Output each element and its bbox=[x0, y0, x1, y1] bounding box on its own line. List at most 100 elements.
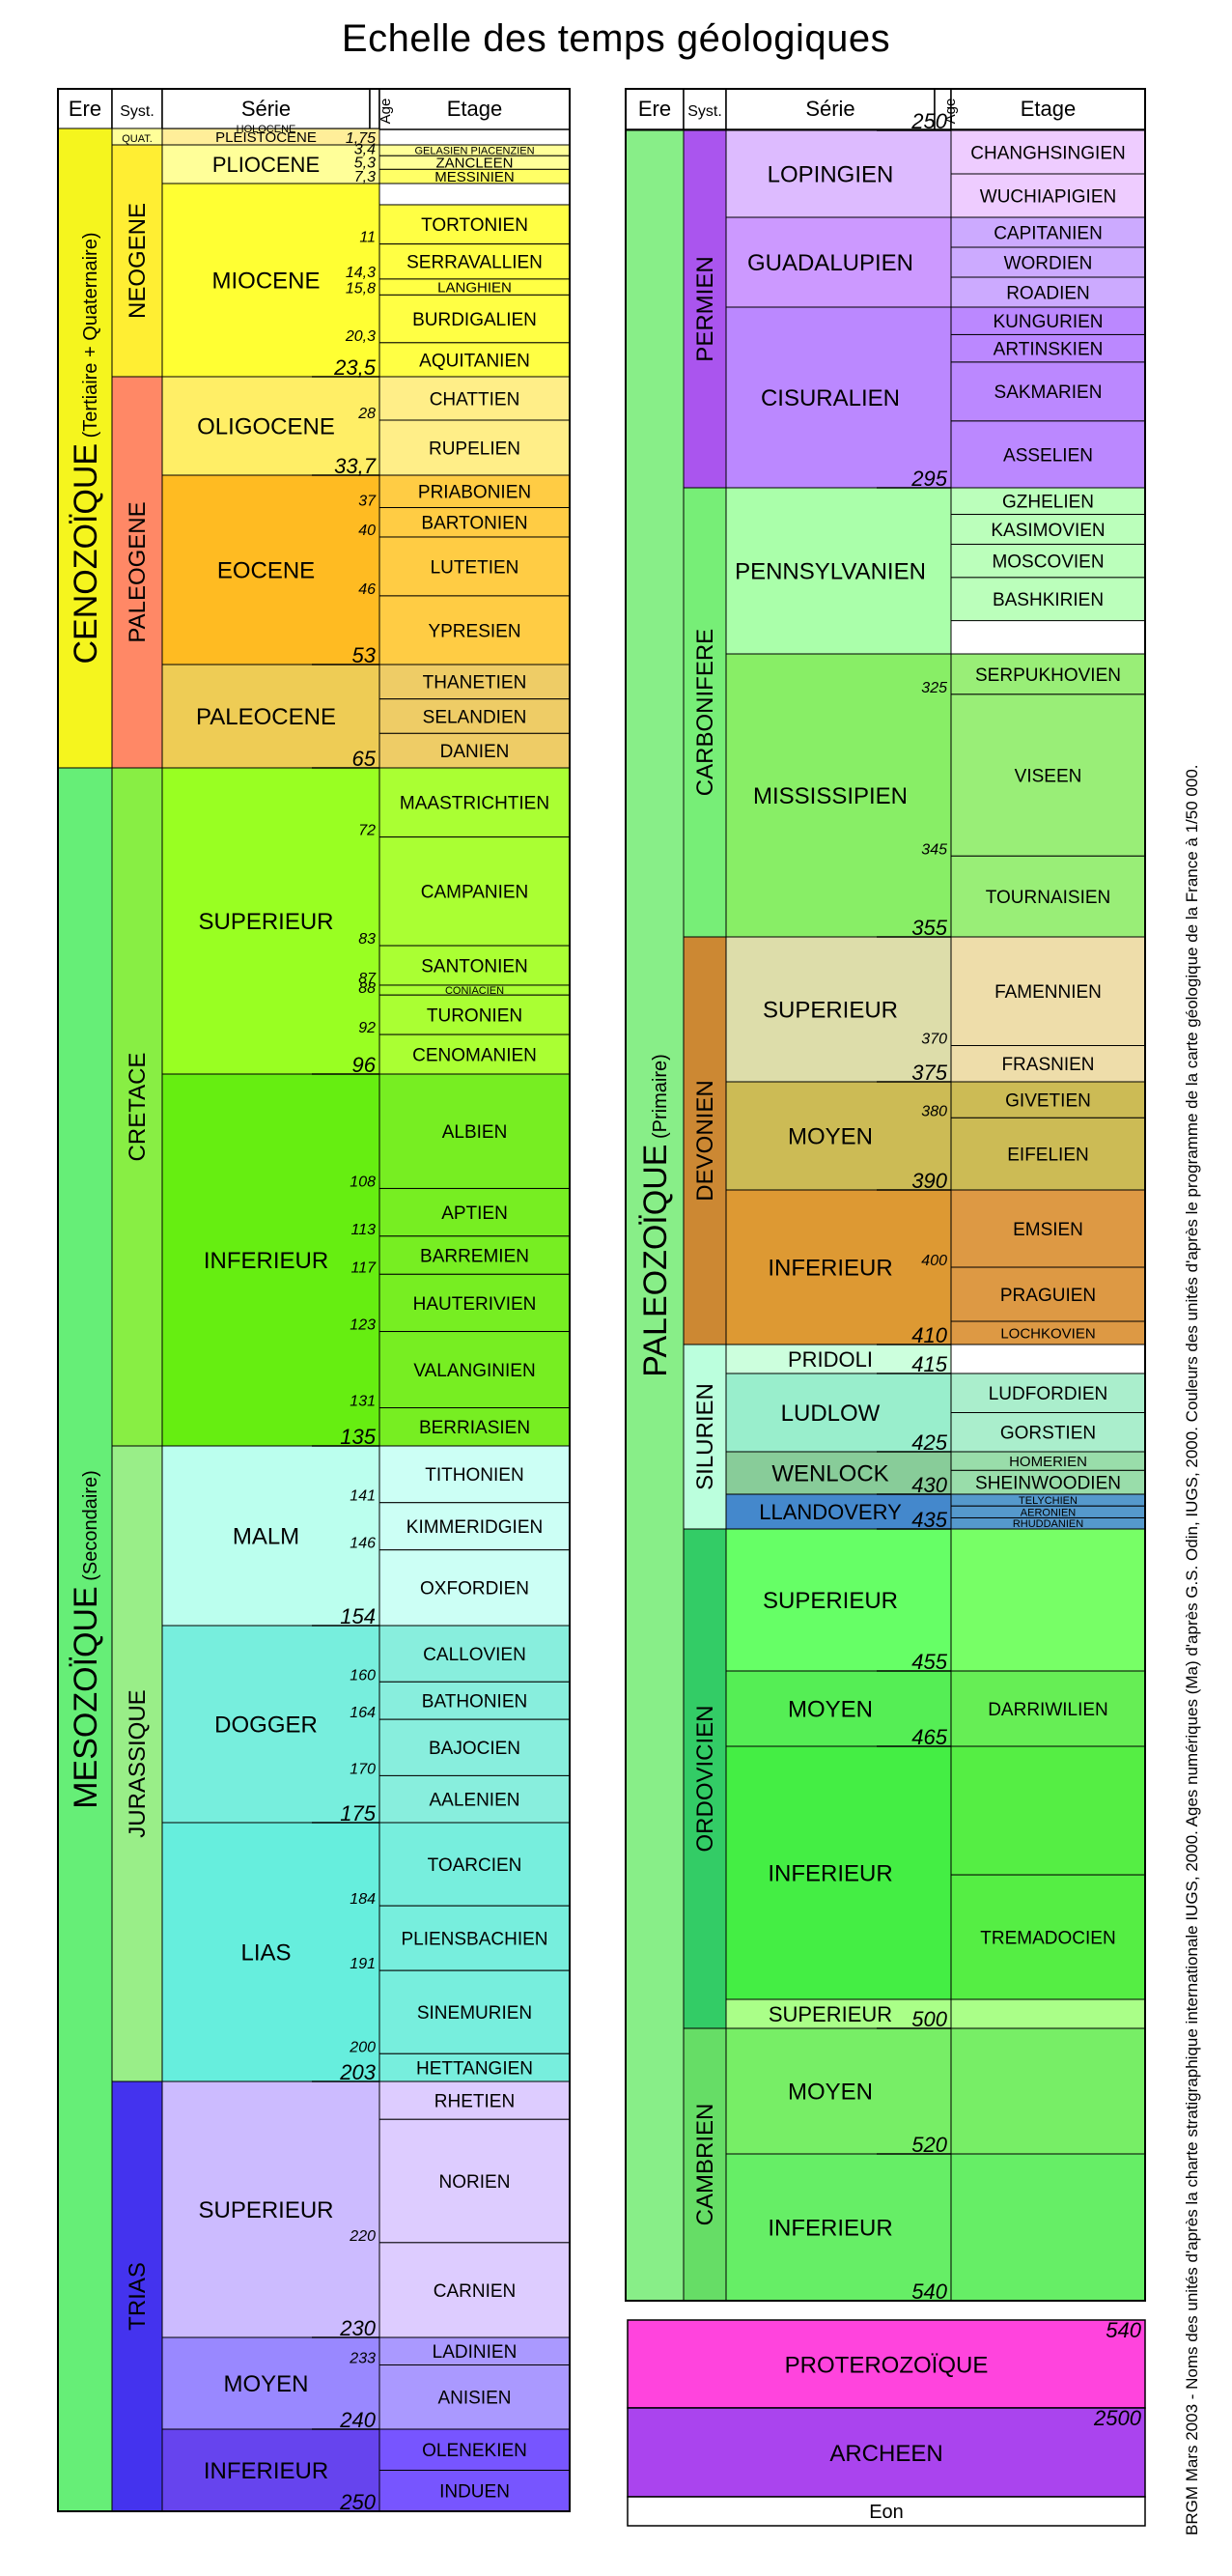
right-stage-18 bbox=[950, 1081, 1146, 1118]
left-series-label-0: PLEISTOCENE bbox=[215, 129, 317, 146]
left-stage-label-11: BARTONIEN bbox=[421, 514, 527, 534]
right-stage-label-8: ASSELIEN bbox=[1003, 445, 1093, 466]
right-header-ere bbox=[625, 88, 685, 130]
left-stage-label-10: PRIABONIEN bbox=[418, 483, 531, 503]
right-series-6 bbox=[725, 1081, 952, 1191]
left-stage-29 bbox=[378, 1445, 571, 1504]
right-series-17 bbox=[725, 2153, 952, 2302]
left-stage-label-13: YPRESIEN bbox=[428, 621, 520, 641]
left-stage-label-41: NORIEN bbox=[439, 2172, 511, 2193]
left-age-label-15: 65 bbox=[352, 747, 377, 771]
left-stage-30 bbox=[378, 1502, 571, 1551]
left-series-6 bbox=[161, 664, 380, 769]
right-series-15 bbox=[725, 1998, 952, 2029]
right-age-label-9: 400 bbox=[921, 1253, 947, 1269]
left-stage-3 bbox=[378, 204, 571, 245]
right-system-label-1: CARBONIFERE bbox=[692, 629, 718, 796]
left-system-2 bbox=[111, 376, 163, 769]
left-stage-17 bbox=[378, 767, 571, 838]
left-series-5 bbox=[161, 474, 380, 665]
left-age-label-26: 131 bbox=[350, 1394, 376, 1410]
right-header-etage-label: Etage bbox=[1021, 97, 1077, 121]
left-stage-14 bbox=[378, 664, 571, 700]
right-series-label-11: LLANDOVERY bbox=[759, 1500, 902, 1524]
left-stage-label-28: BERRIASIEN bbox=[419, 1418, 530, 1438]
right-stage-26 bbox=[950, 1469, 1146, 1495]
right-series-label-0: LOPINGIEN bbox=[768, 162, 894, 188]
right-age-label-3: 345 bbox=[921, 841, 947, 858]
left-stage-label-35: AALENIEN bbox=[430, 1791, 520, 1811]
left-stage-label-26: HAUTERIVIEN bbox=[413, 1294, 537, 1315]
left-stage-label-37: PLIENSBACHIEN bbox=[401, 1929, 547, 1949]
left-age-label-25: 123 bbox=[350, 1317, 376, 1334]
left-stage-23 bbox=[378, 1073, 571, 1189]
left-stage-label-29: TITHONIEN bbox=[425, 1465, 523, 1486]
right-stage-label-25: HOMERIEN bbox=[1009, 1454, 1087, 1470]
left-stage-33 bbox=[378, 1681, 571, 1720]
left-series-label-6: PALEOCENE bbox=[196, 704, 336, 730]
right-series-label-5: SUPERIEUR bbox=[763, 998, 898, 1024]
left-age-label-6: 15,8 bbox=[346, 280, 376, 297]
right-system-2 bbox=[683, 936, 727, 1345]
right-header-ere-label: Ere bbox=[638, 97, 671, 121]
left-system-label-1: NEOGENE bbox=[125, 203, 151, 319]
right-series-label-17: INFERIEUR bbox=[768, 2216, 892, 2242]
right-age-label-1: 295 bbox=[910, 467, 947, 491]
left-series-label-8: INFERIEUR bbox=[204, 1248, 328, 1274]
eon-label-0: PROTEROZOÏQUE bbox=[785, 2353, 989, 2379]
right-stage-13 bbox=[950, 653, 1146, 695]
right-stage-label-12: BASHKIRIEN bbox=[993, 590, 1104, 610]
right-series-label-15: SUPERIEUR bbox=[769, 2002, 892, 2026]
left-age-label-2: 5,3 bbox=[354, 155, 376, 171]
left-age-label-4: 11 bbox=[359, 230, 376, 246]
left-stage-label-16: DANIEN bbox=[440, 742, 510, 762]
left-stage-label-4: SERRAVALLIEN bbox=[406, 253, 543, 273]
left-age-label-11: 37 bbox=[358, 494, 377, 510]
right-age-label-15: 455 bbox=[911, 1650, 947, 1674]
left-stage-label-46: INDUEN bbox=[439, 2482, 510, 2503]
left-age-label-3: 7,3 bbox=[354, 169, 376, 185]
left-system-1 bbox=[111, 144, 163, 378]
left-series-label-10: DOGGER bbox=[214, 1713, 318, 1739]
left-series-label-3: MIOCENE bbox=[211, 269, 320, 295]
right-series-label-12: SUPERIEUR bbox=[763, 1588, 898, 1614]
left-system-label-5: TRIAS bbox=[125, 2262, 151, 2331]
left-stage-11 bbox=[378, 507, 571, 538]
left-series-label-14: INFERIEUR bbox=[204, 2458, 328, 2484]
right-series-5 bbox=[725, 936, 952, 1083]
right-stage-label-24: GORSTIEN bbox=[1000, 1424, 1096, 1444]
left-stage-label-20: CONIACIEN bbox=[445, 985, 504, 997]
right-stage-label-23: LUDFORDIEN bbox=[989, 1384, 1108, 1404]
left-series-label-12: SUPERIEUR bbox=[198, 2197, 333, 2223]
right-series-2 bbox=[725, 306, 952, 489]
left-stage-35 bbox=[378, 1774, 571, 1824]
left-stage-label-2: MESSINIEN bbox=[434, 169, 515, 185]
right-age-label-8: 390 bbox=[911, 1169, 947, 1193]
right-era-0 bbox=[625, 129, 685, 2302]
left-age-label-16: 72 bbox=[358, 823, 376, 839]
right-system-label-2: DEVONIEN bbox=[692, 1080, 718, 1201]
right-header-serie-label: Série bbox=[805, 97, 854, 121]
left-age-label-10: 33,7 bbox=[334, 454, 377, 478]
right-series-10 bbox=[725, 1451, 952, 1495]
right-stage-17 bbox=[950, 1045, 1146, 1083]
left-age-label-9: 28 bbox=[357, 406, 376, 422]
right-stage-label-0: CHANGHSINGIEN bbox=[970, 143, 1125, 163]
left-stage-label-38: SINEMURIEN bbox=[417, 2003, 532, 2024]
left-stage-38 bbox=[378, 1969, 571, 2054]
left-stage-label-31: OXFORDIEN bbox=[420, 1579, 529, 1599]
left-stage-label-27: VALANGINIEN bbox=[413, 1361, 535, 1381]
right-stage-label-31: DARRIWILIEN bbox=[988, 1700, 1108, 1720]
right-system-label-0: PERMIEN bbox=[692, 256, 718, 361]
left-stage-22 bbox=[378, 1033, 571, 1075]
left-series-4 bbox=[161, 376, 380, 476]
left-stage-36 bbox=[378, 1822, 571, 1907]
right-age-label-0: 250 bbox=[910, 109, 947, 133]
left-age-label-18: 87 bbox=[358, 971, 377, 987]
left-age-label-37: 200 bbox=[349, 2039, 376, 2055]
left-age-label-29: 146 bbox=[350, 1536, 376, 1552]
left-stage-13 bbox=[378, 595, 571, 665]
left-series-12 bbox=[161, 2081, 380, 2338]
right-stage-16 bbox=[950, 936, 1146, 1046]
right-stage-label-18: GIVETIEN bbox=[1005, 1091, 1091, 1112]
